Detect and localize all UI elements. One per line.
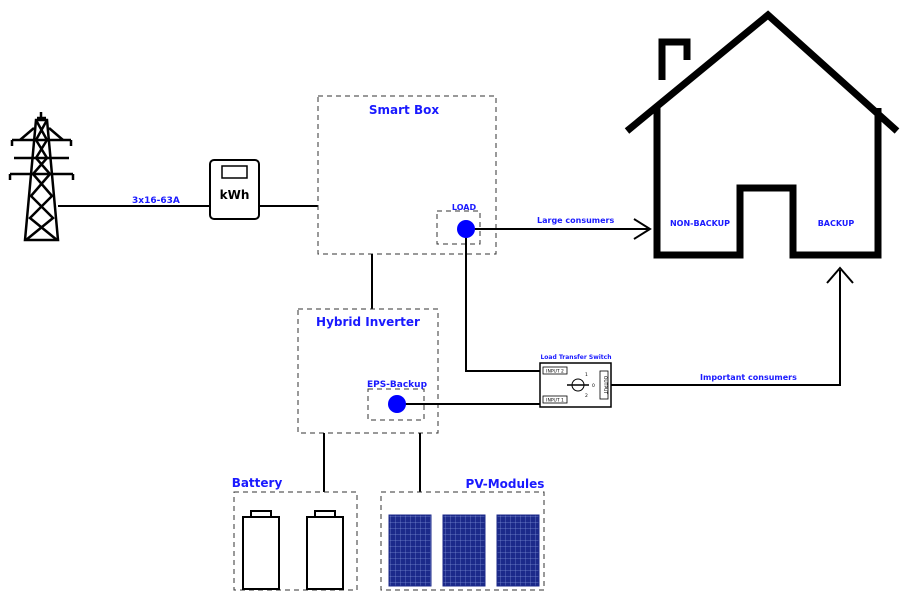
important-consumers-label: Important consumers [700,373,797,382]
smart-box [317,95,497,255]
kwh-label: kWh [220,188,250,202]
load-label: LOAD [452,203,477,212]
lts-label: Load Transfer Switch [540,354,611,361]
smart-box-label: Smart Box [369,103,439,117]
switch-pos-0: 0 [592,383,595,389]
hybrid-inverter-label: Hybrid Inverter [316,315,420,329]
solar-panel-icon [442,514,486,587]
eps-backup-box [367,388,425,421]
backup-label: BACKUP [818,219,855,228]
input-1-label: INPUT 1 [546,398,564,404]
battery-icon [306,510,344,590]
house-icon [624,10,900,259]
large-consumers-label: Large consumers [537,216,614,225]
non-backup-label: NON-BACKUP [670,219,730,228]
load-port-box [436,210,481,245]
electricity-meter-icon: kWh [209,159,260,220]
power-tower-icon [8,112,75,242]
solar-panel-icon [388,514,432,587]
arrow-head-icon [633,218,652,240]
input-2-label: INPUT 2 [546,369,564,375]
pv-modules-label: PV-Modules [466,477,545,491]
load-node [457,220,475,238]
output-label: OUTPUT [602,376,608,395]
eps-backup-label: EPS-Backup [367,380,428,390]
battery-box [233,491,358,591]
important-consumers-line [611,270,841,386]
hybrid-inverter-box [297,308,439,434]
pv-modules-box [380,491,545,591]
solar-panel-icon [496,514,540,587]
cable-rating-label: 3x16-63A [132,196,180,206]
switch-pos-2: 2 [585,393,588,399]
battery-label: Battery [232,476,283,490]
switch-pos-1: 1 [585,372,588,378]
load-transfer-switch: Load Transfer Switch INPUT 2 INPUT 1 OUT… [539,354,612,408]
load-to-switch-line [465,229,541,372]
switch-icon [567,378,589,392]
eps-node [388,395,406,413]
arrow-head-icon [826,266,854,284]
battery-icon [242,510,280,590]
